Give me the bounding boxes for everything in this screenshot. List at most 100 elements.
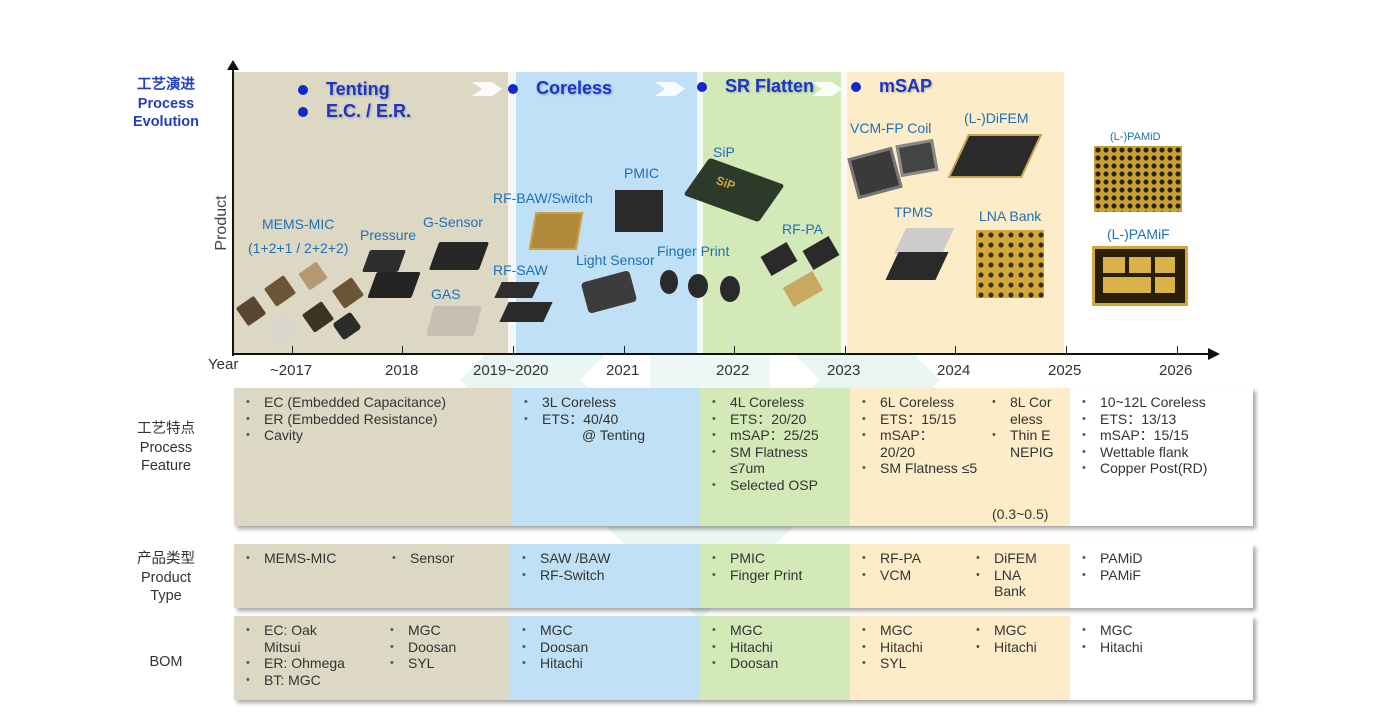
pamif-chip bbox=[1092, 246, 1188, 306]
list-item: EC: Oak Mitsui bbox=[244, 622, 354, 655]
product-label-light-sensor: Light Sensor bbox=[576, 252, 655, 268]
product-label-sip: SiP bbox=[713, 144, 735, 160]
bom-cell-future: MGC Hitachi bbox=[1070, 616, 1253, 700]
list-item: Finger Print bbox=[710, 567, 850, 584]
list-item: MGC bbox=[520, 622, 700, 639]
list-item: SM Flatness ≤5 bbox=[860, 460, 980, 477]
product-label-pamif: (L-)PAMiF bbox=[1107, 226, 1170, 242]
list-item: mSAP：25/25 bbox=[710, 427, 850, 444]
rf-baw-chip bbox=[528, 212, 584, 250]
product-label-vcm: VCM-FP Coil bbox=[850, 120, 932, 136]
chevron-right-icon bbox=[655, 82, 685, 96]
product-label-rf-baw: RF-BAW/Switch bbox=[493, 190, 593, 206]
list-item: SM Flatness ≤7um bbox=[710, 444, 820, 477]
band-sr-flatten bbox=[700, 72, 844, 354]
feature-cell-future: 10~12L Coreless ETS：13/13 mSAP：15/15 Wet… bbox=[1070, 388, 1253, 526]
pamid-chip bbox=[1094, 146, 1182, 212]
list-item: Copper Post(RD) bbox=[1080, 460, 1253, 477]
y-axis-label: Product bbox=[213, 195, 230, 251]
pmic-chip bbox=[615, 190, 663, 232]
list-item: LNA Bank bbox=[974, 567, 1038, 600]
product-label-g-sensor: G-Sensor bbox=[423, 214, 483, 230]
bullet-icon bbox=[298, 85, 308, 96]
row-label-bom: BOM bbox=[149, 654, 183, 670]
list-item: ETS：40/40 bbox=[522, 411, 700, 428]
list-item: RF-Switch bbox=[520, 567, 700, 584]
x-axis-label: Year bbox=[208, 356, 239, 373]
product-type-cell-sr-flatten: PMIC Finger Print bbox=[700, 544, 850, 608]
product-type-panel: MEMS-MIC Sensor SAW /BAW RF-Switch PMIC … bbox=[234, 544, 1253, 608]
product-label-pamid: (L-)PAMiD bbox=[1110, 131, 1161, 143]
product-type-cell-msap: RF-PA VCM DiFEM LNA Bank bbox=[850, 544, 1070, 608]
bom-cell-msap: MGC Hitachi SYL MGC Hitachi bbox=[850, 616, 1070, 700]
tick-mark bbox=[1066, 346, 1067, 355]
feature-note: @ Tenting bbox=[582, 427, 645, 443]
product-label-difem: (L-)DiFEM bbox=[964, 110, 1029, 126]
list-item: MGC bbox=[388, 622, 456, 639]
list-item: Hitachi bbox=[520, 655, 700, 672]
list-item: Hitachi bbox=[710, 639, 850, 656]
era-coreless: Coreless bbox=[508, 78, 612, 99]
list-item: ETS：20/20 bbox=[710, 411, 850, 428]
tick-mark bbox=[624, 346, 625, 355]
gas-chip bbox=[425, 306, 483, 336]
product-label-mems-mic: MEMS-MIC bbox=[262, 216, 335, 232]
x-axis-arrow-icon bbox=[1208, 348, 1220, 360]
rf-saw-chip bbox=[499, 302, 553, 322]
list-item: Sensor bbox=[390, 550, 454, 567]
list-item: 3L Coreless bbox=[522, 394, 700, 411]
feature-cell-sr-flatten: 4L Coreless ETS：20/20 mSAP：25/25 SM Flat… bbox=[700, 388, 850, 526]
list-item: Hitachi bbox=[974, 639, 1037, 656]
y-axis-line bbox=[232, 66, 234, 356]
band-divider bbox=[697, 72, 703, 354]
list-item: PAMiF bbox=[1080, 567, 1253, 584]
product-label-rf-pa: RF-PA bbox=[782, 221, 823, 237]
list-item: mSAP：15/15 bbox=[1080, 427, 1253, 444]
product-type-cell-future: PAMiD PAMiF bbox=[1070, 544, 1253, 608]
product-type-cell-coreless: SAW /BAW RF-Switch bbox=[510, 544, 700, 608]
finger-print-chip bbox=[660, 270, 678, 294]
list-item: 6L Coreless bbox=[860, 394, 990, 411]
product-label-pmic: PMIC bbox=[624, 165, 659, 181]
list-item: MGC bbox=[1080, 622, 1253, 639]
chevron-right-icon bbox=[812, 82, 842, 96]
tick-label: ~2017 bbox=[270, 362, 313, 379]
list-item: Hitachi bbox=[860, 639, 974, 656]
era-msap: mSAP bbox=[851, 76, 932, 97]
bullet-icon bbox=[298, 107, 308, 118]
list-item: Doosan bbox=[710, 655, 850, 672]
list-item: 8L Coreless bbox=[990, 394, 1054, 427]
feature-note: (0.3~0.5) bbox=[992, 506, 1049, 522]
bom-cell-coreless: MGC Doosan Hitachi bbox=[510, 616, 700, 700]
tick-label: 2023 bbox=[827, 362, 861, 379]
band-divider bbox=[841, 72, 847, 354]
g-sensor-chip bbox=[428, 242, 490, 270]
tick-label: 2021 bbox=[606, 362, 640, 379]
tick-mark bbox=[955, 346, 956, 355]
product-label-pressure: Pressure bbox=[360, 227, 417, 243]
finger-print-chip bbox=[688, 274, 708, 298]
list-item: MGC bbox=[710, 622, 850, 639]
feature-cell-tenting: EC (Embedded Capacitance) ER (Embedded R… bbox=[234, 388, 512, 526]
list-item: Hitachi bbox=[1080, 639, 1253, 656]
bullet-icon bbox=[508, 84, 518, 95]
product-label-mems-mic-sub: (1+2+1 / 2+2+2) bbox=[248, 240, 349, 256]
list-item: EC (Embedded Capacitance) bbox=[244, 394, 512, 411]
list-item: Wettable flank bbox=[1080, 444, 1253, 461]
tick-label: 2026 bbox=[1159, 362, 1193, 379]
chevron-right-icon bbox=[472, 82, 502, 96]
list-item: ER (Embedded Resistance) bbox=[244, 411, 512, 428]
feature-cell-msap: 6L Coreless ETS：15/15 mSAP：20/20 SM Flat… bbox=[850, 388, 1070, 526]
era-sr-flatten: SR Flatten bbox=[697, 76, 814, 97]
list-item: Thin ENEPIG bbox=[990, 427, 1054, 460]
list-item: Doosan bbox=[388, 639, 456, 656]
list-item: PAMiD bbox=[1080, 550, 1253, 567]
product-type-cell-tenting: MEMS-MIC Sensor bbox=[234, 544, 510, 608]
tick-mark bbox=[292, 346, 293, 355]
tick-label: 2019~2020 bbox=[473, 362, 549, 379]
product-label-rf-saw: RF-SAW bbox=[493, 262, 548, 278]
product-label-tpms: TPMS bbox=[894, 204, 933, 220]
tick-mark bbox=[1177, 346, 1178, 355]
